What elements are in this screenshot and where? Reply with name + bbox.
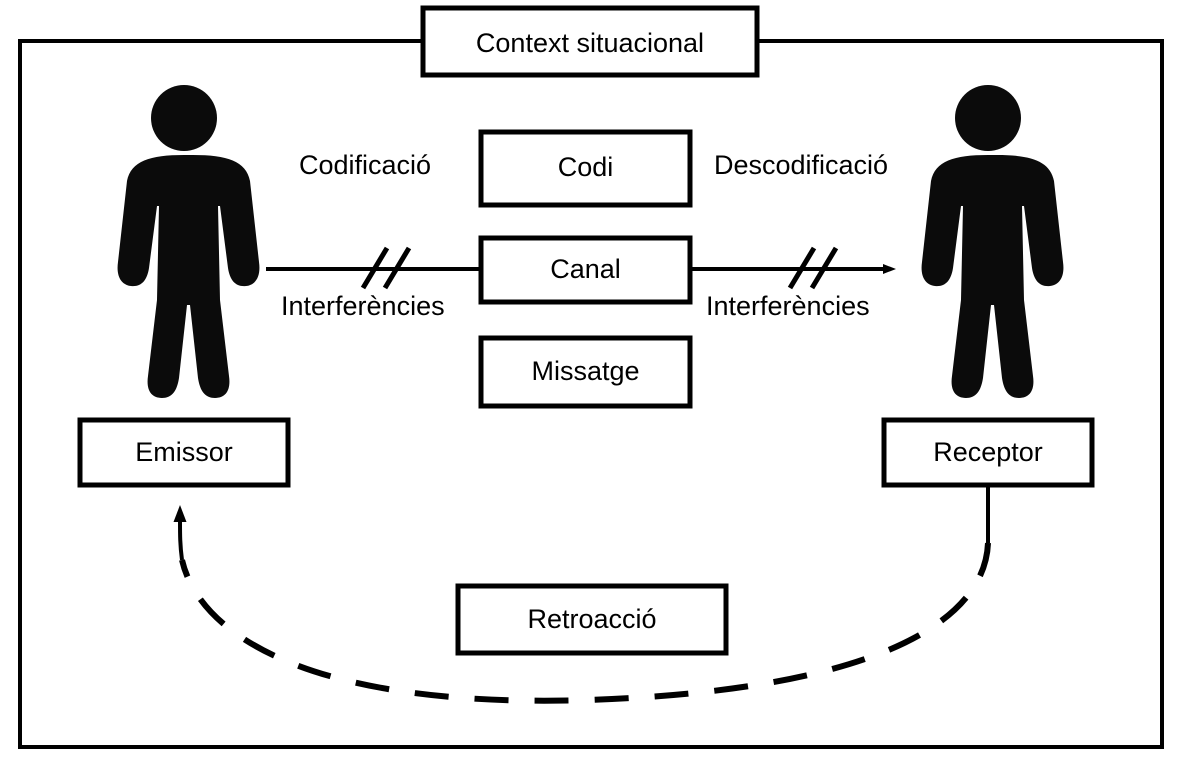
interferencies-left-label: Interferències — [281, 291, 445, 321]
receptor-box — [881, 417, 1095, 488]
descodificacio-label: Descodificació — [714, 150, 889, 180]
emissor-box — [77, 417, 291, 488]
context-box-label: Context situacional — [475, 28, 705, 58]
interferencies-right-label: Interferències — [706, 291, 870, 321]
canal-box — [478, 235, 693, 305]
missatge-box — [478, 335, 693, 409]
retroaccio-box-label: Retroacció — [527, 604, 657, 634]
outer-frame — [18, 39, 1164, 749]
feedback-curve — [179, 542, 991, 704]
codi-box — [478, 129, 693, 208]
emissor-box-label: Emissor — [135, 437, 233, 467]
context-box — [420, 5, 760, 78]
missatge-box-label: Missatge — [531, 356, 640, 386]
sender-figure — [117, 85, 260, 398]
retroaccio-box — [455, 583, 729, 656]
receiver-figure — [921, 85, 1064, 398]
feedback-arrow-emissor — [173, 505, 187, 561]
codi-box-label: Codi — [557, 152, 614, 182]
transmission-arrow-right — [690, 246, 896, 290]
transmission-arrow-left — [266, 246, 481, 290]
canal-box-label: Canal — [550, 254, 621, 284]
codificacio-label: Codificació — [299, 150, 432, 180]
receptor-box-label: Receptor — [933, 437, 1043, 467]
